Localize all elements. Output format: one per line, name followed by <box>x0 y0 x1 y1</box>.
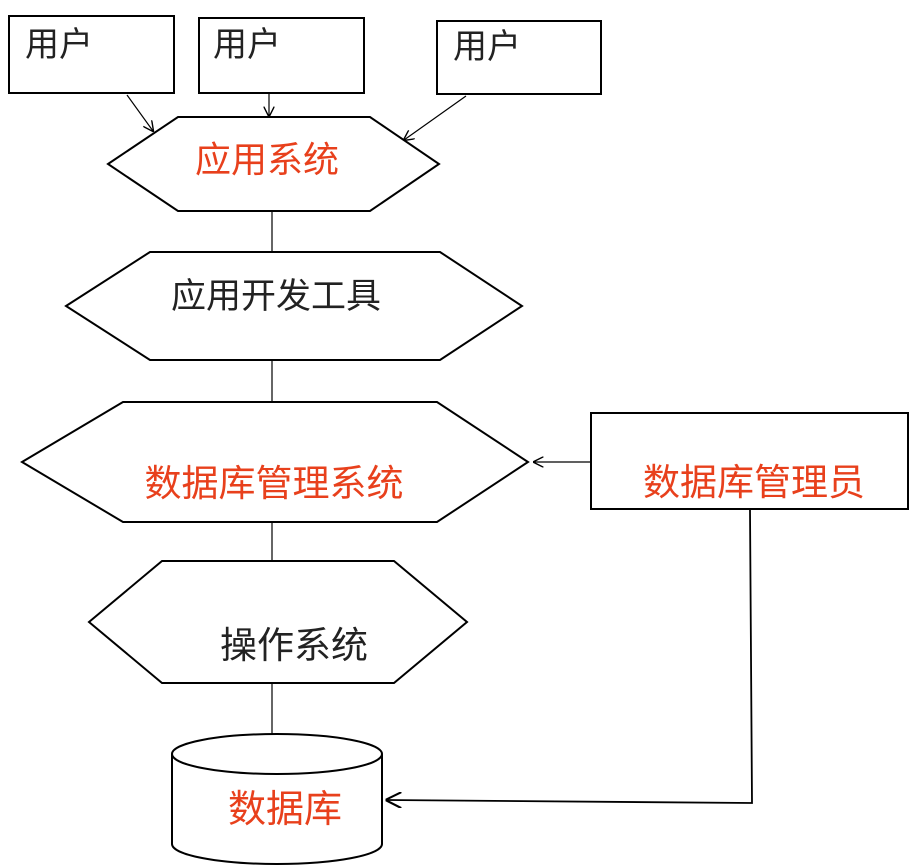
dbms-node: 数据库管理系统 <box>20 401 530 523</box>
application-system-label: 应用系统 <box>195 140 339 181</box>
user-label-3: 用户 <box>453 27 521 67</box>
dba-node: 数据库管理员 <box>590 412 909 510</box>
dbms-label: 数据库管理系统 <box>145 462 404 505</box>
database-label: 数据库 <box>228 787 342 831</box>
arrow-user1-to-app <box>126 94 153 131</box>
application-system-node: 应用系统 <box>106 116 441 212</box>
operating-system-node: 操作系统 <box>87 560 469 684</box>
user-label-1: 用户 <box>25 25 93 65</box>
dba-label: 数据库管理员 <box>643 461 865 504</box>
database-node: 数据库 <box>171 733 383 865</box>
user-label-2: 用户 <box>213 25 281 65</box>
user-box-2: 用户 <box>198 17 365 94</box>
dev-tools-node: 应用开发工具 <box>64 251 524 361</box>
user-box-3: 用户 <box>436 20 602 95</box>
arrow-dba-to-database <box>387 509 753 803</box>
operating-system-label: 操作系统 <box>220 624 368 667</box>
dev-tools-label: 应用开发工具 <box>171 277 381 317</box>
user-box-1: 用户 <box>8 15 175 94</box>
arrow-user3-to-app <box>404 95 467 140</box>
